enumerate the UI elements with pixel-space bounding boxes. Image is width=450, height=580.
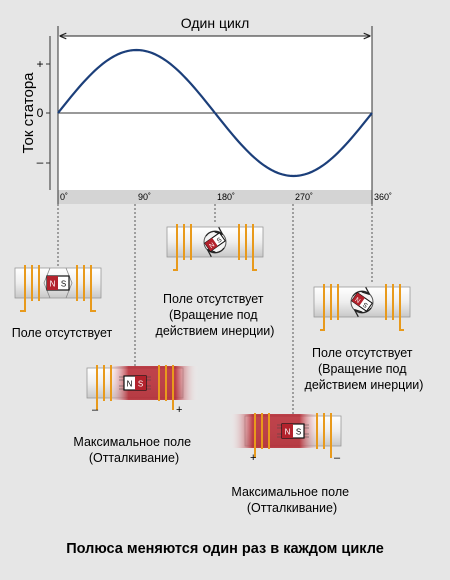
left-coil: [20, 265, 40, 312]
motor-180-deg: N S: [166, 224, 264, 271]
x-tick-0: 0˚: [60, 192, 68, 202]
magnetic-field: [105, 366, 199, 400]
caption-360-deg: Поле отсутствует (Вращение под действием…: [305, 346, 424, 392]
rotor: N S: [46, 275, 70, 291]
caption-line: действием инерции): [156, 324, 275, 338]
rotor-s-label: S: [138, 380, 143, 389]
caption-90-deg: Максимальное поле (Отталкивание): [73, 435, 194, 465]
y-tick-minus: –: [37, 155, 44, 169]
magnetic-field: [229, 414, 323, 448]
terminal-left-sign: –: [92, 404, 99, 416]
x-tick-90: 90˚: [138, 192, 151, 202]
caption-line: (Вращение под: [169, 308, 258, 322]
rotor-n-label: N: [208, 241, 216, 250]
caption-270-deg: Максимальное поле (Отталкивание): [231, 485, 352, 515]
caption-line: Поле отсутствует: [163, 292, 264, 306]
motor-360-deg: N S: [313, 284, 411, 331]
rotor-n-label: N: [285, 428, 291, 437]
rotor-s-label: S: [296, 428, 301, 437]
x-tick-360: 360˚: [374, 192, 392, 202]
motor-270-deg: N S + –: [229, 413, 342, 464]
rotor-s-label: S: [216, 236, 224, 245]
motor-0-deg: N S: [14, 265, 102, 312]
x-tick-180: 180˚: [217, 192, 235, 202]
rotor-s-label: S: [361, 302, 369, 311]
x-tick-270: 270˚: [295, 192, 313, 202]
caption-line: Максимальное поле: [231, 485, 349, 499]
caption-line: (Вращение под: [318, 362, 407, 376]
sine-wave: [57, 48, 373, 178]
current-graph: Один цикл + 0 – Ток статора 0˚ 90˚ 180˚ …: [20, 12, 392, 204]
terminal-right-sign: +: [176, 404, 182, 416]
rotor-n-label: N: [127, 380, 133, 389]
caption-line: (Отталкивание): [89, 451, 179, 465]
leader-lines: [57, 204, 373, 414]
terminal-right-sign: –: [334, 452, 341, 464]
terminal-left-sign: +: [250, 452, 256, 464]
rotor: N S: [281, 423, 305, 439]
motor-90-deg: N S – +: [86, 365, 199, 416]
caption-line: Поле отсутствует: [12, 326, 113, 340]
right-coil: [76, 265, 96, 312]
y-tick-plus: +: [36, 57, 43, 71]
y-axis-label: Ток статора: [20, 72, 37, 154]
rotor-n-label: N: [354, 296, 362, 305]
footer-caption: Полюса меняются один раз в каждом цикле: [66, 541, 384, 557]
caption-line: действием инерции): [305, 378, 424, 392]
rotor: N S: [204, 232, 226, 252]
caption-line: (Отталкивание): [247, 501, 337, 515]
caption-0-deg: Поле отсутствует: [12, 326, 113, 340]
rotor-n-label: N: [50, 280, 56, 289]
rotor: N S: [123, 375, 147, 391]
caption-line: Максимальное поле: [73, 435, 191, 449]
y-tick-zero: 0: [37, 106, 44, 120]
cycle-label: Один цикл: [181, 15, 249, 31]
rotor-s-label: S: [61, 280, 66, 289]
tick-band: [58, 190, 372, 204]
rotor: N S: [351, 292, 373, 312]
caption-180-deg: Поле отсутствует (Вращение под действием…: [156, 292, 275, 338]
caption-line: Поле отсутствует: [312, 346, 413, 360]
